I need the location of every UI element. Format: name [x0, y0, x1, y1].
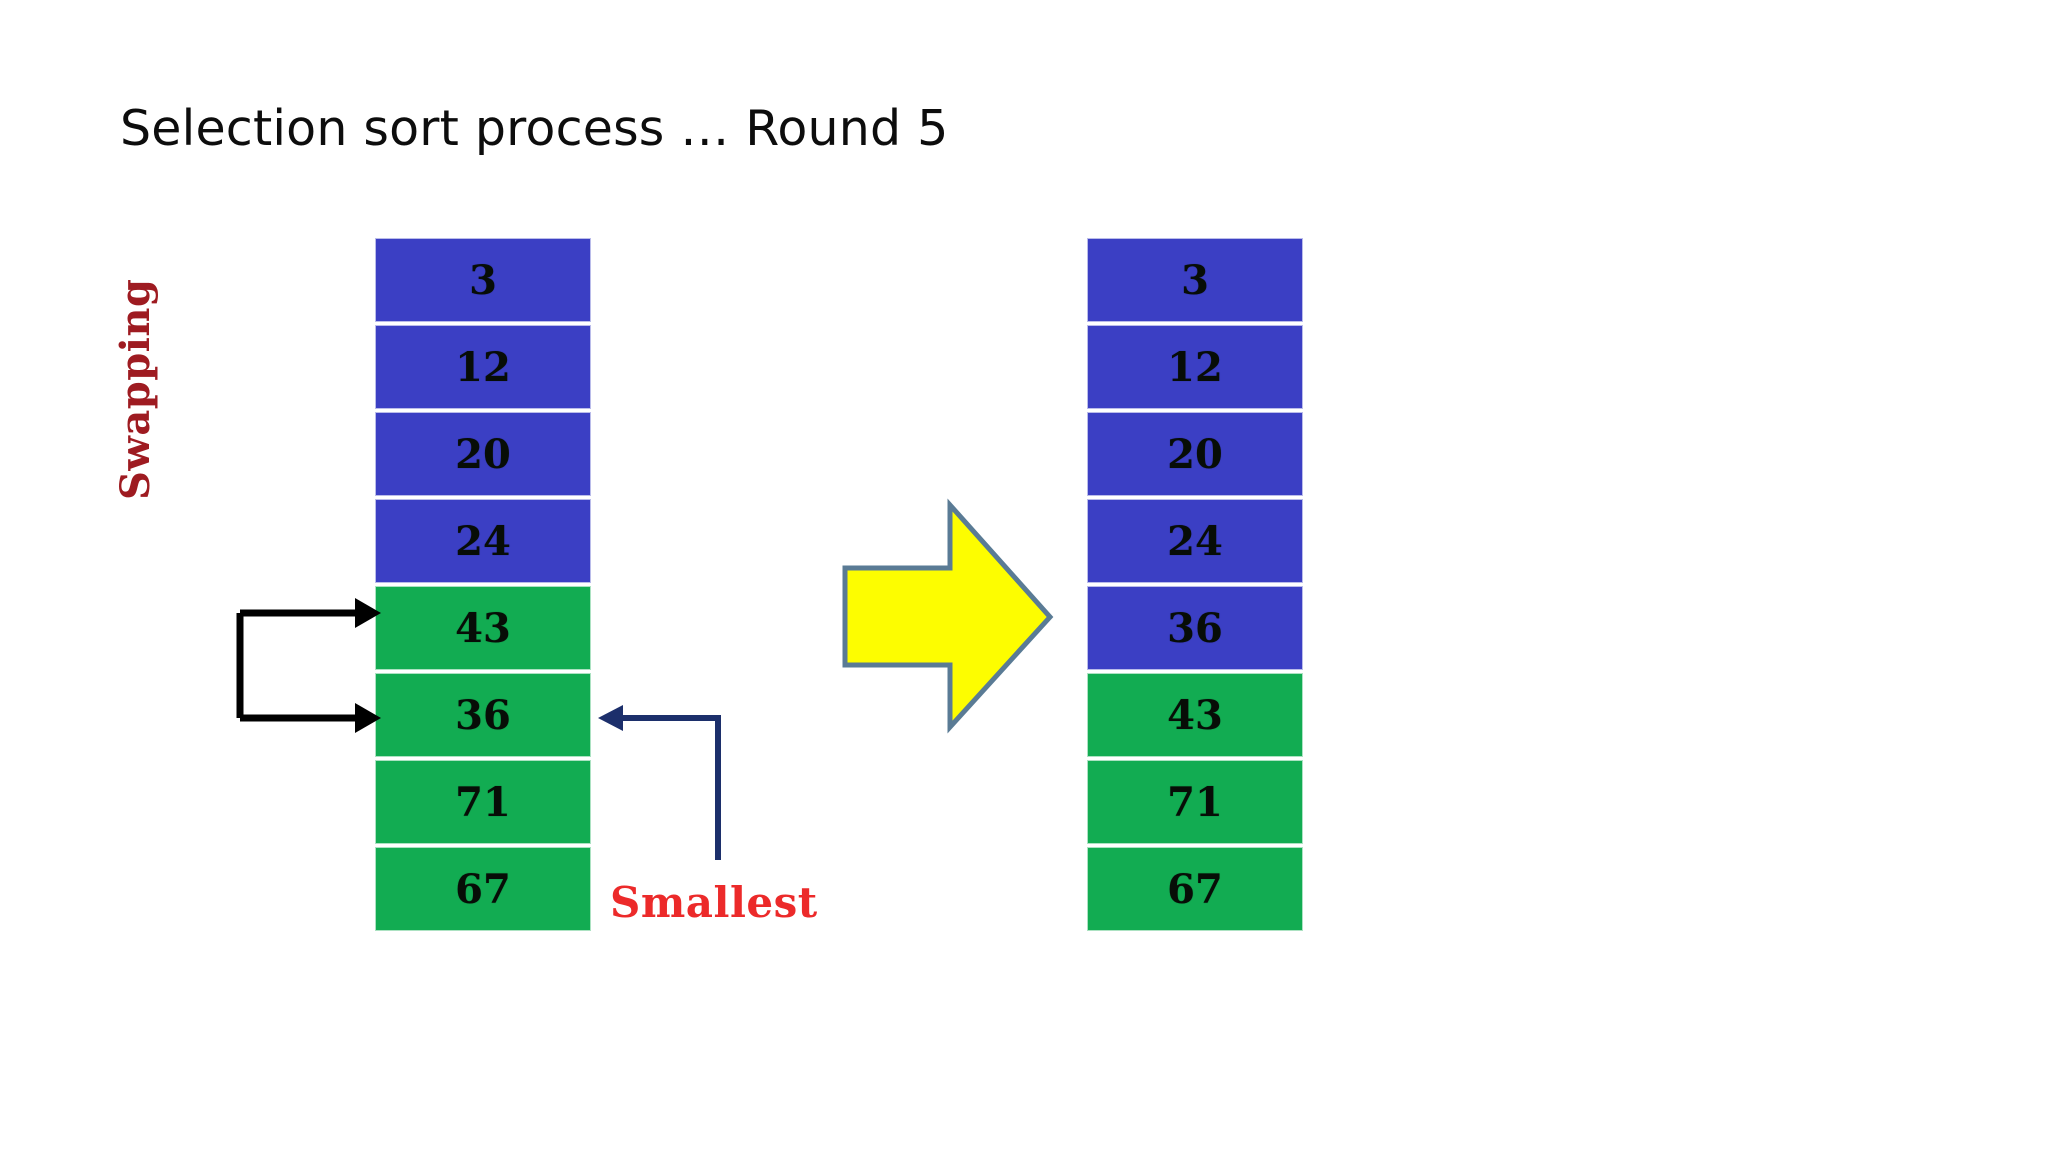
array-cell: 24 — [375, 499, 591, 583]
page-title: Selection sort process … Round 5 — [120, 100, 949, 157]
array-after-swap: 3 12 20 24 36 43 71 67 — [1087, 238, 1303, 934]
array-cell: 67 — [1087, 847, 1303, 931]
array-cell: 43 — [375, 586, 591, 670]
array-cell: 12 — [1087, 325, 1303, 409]
smallest-arrowhead — [598, 705, 623, 731]
array-cell: 67 — [375, 847, 591, 931]
array-cell: 3 — [375, 238, 591, 322]
smallest-pointer — [623, 715, 721, 860]
array-cell: 36 — [375, 673, 591, 757]
array-cell: 20 — [1087, 412, 1303, 496]
array-cell: 24 — [1087, 499, 1303, 583]
array-cell: 3 — [1087, 238, 1303, 322]
array-cell: 12 — [375, 325, 591, 409]
array-cell: 36 — [1087, 586, 1303, 670]
array-before-swap: 3 12 20 24 43 36 71 67 — [375, 238, 591, 934]
array-cell: 71 — [375, 760, 591, 844]
smallest-label: Smallest — [610, 878, 818, 927]
array-cell: 20 — [375, 412, 591, 496]
right-arrow-icon — [842, 498, 1054, 734]
swap-arrows — [236, 609, 355, 722]
swapping-label: Swapping — [112, 278, 159, 500]
array-cell: 71 — [1087, 760, 1303, 844]
array-cell: 43 — [1087, 673, 1303, 757]
